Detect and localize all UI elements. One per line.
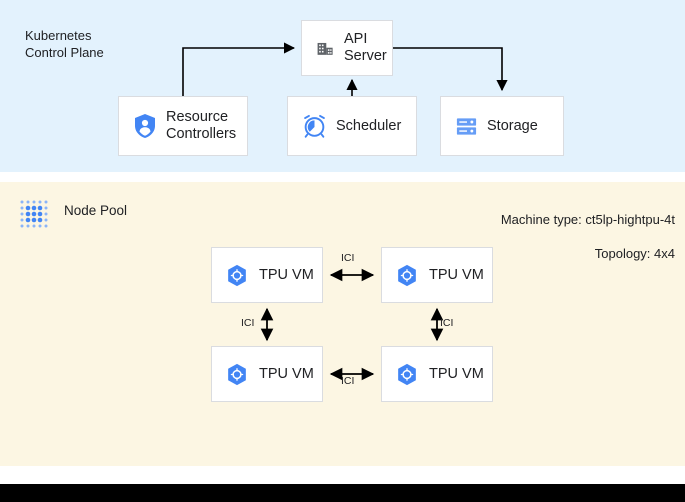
machine-type-text: Machine type: ct5lp-hightpu-4t <box>500 212 675 227</box>
storage-box[interactable]: Storage <box>440 96 564 156</box>
alarm-clock-icon <box>302 114 327 139</box>
node-pool-panel <box>0 182 685 466</box>
tpu-vm-box[interactable]: TPU VM <box>381 346 493 402</box>
tpu-vm-label: TPU VM <box>429 366 484 382</box>
storage-rack-icon <box>455 115 478 138</box>
tpu-hexagon-icon <box>226 264 248 287</box>
storage-label: Storage <box>487 117 538 134</box>
node-pool-label: Node Pool <box>64 203 128 218</box>
tpu-vm-label: TPU VM <box>259 267 314 283</box>
resource-controllers-box[interactable]: Resource Controllers <box>118 96 248 156</box>
tpu-vm-box[interactable]: TPU VM <box>381 247 493 303</box>
scheduler-label: Scheduler <box>336 117 402 134</box>
tpu-vm-box[interactable]: TPU VM <box>211 247 323 303</box>
scheduler-box[interactable]: Scheduler <box>287 96 417 156</box>
ici-label-bottom: ICI <box>341 375 355 387</box>
machine-type-info: Machine type: ct5lp-hightpu-4t Topology:… <box>501 194 675 279</box>
tpu-vm-label: TPU VM <box>259 366 314 382</box>
dot-grid-icon <box>16 196 52 232</box>
tpu-hexagon-icon <box>396 363 418 386</box>
tpu-hexagon-icon <box>396 264 418 287</box>
control-plane-title: Kubernetes Control Plane <box>25 28 104 60</box>
shield-user-icon <box>133 113 157 139</box>
api-server-label: API Server <box>344 31 387 64</box>
tpu-vm-label: TPU VM <box>429 267 484 283</box>
api-server-box[interactable]: API Server <box>301 20 393 76</box>
resource-controllers-label: Resource Controllers <box>166 109 237 142</box>
topology-text: Topology: 4x4 <box>594 246 675 261</box>
ici-label-top: ICI <box>341 252 355 264</box>
ici-label-right: ICI <box>440 317 454 329</box>
bottom-bar <box>0 484 685 502</box>
ici-label-left: ICI <box>241 317 255 329</box>
building-icon <box>316 39 335 58</box>
tpu-vm-box[interactable]: TPU VM <box>211 346 323 402</box>
tpu-hexagon-icon <box>226 363 248 386</box>
